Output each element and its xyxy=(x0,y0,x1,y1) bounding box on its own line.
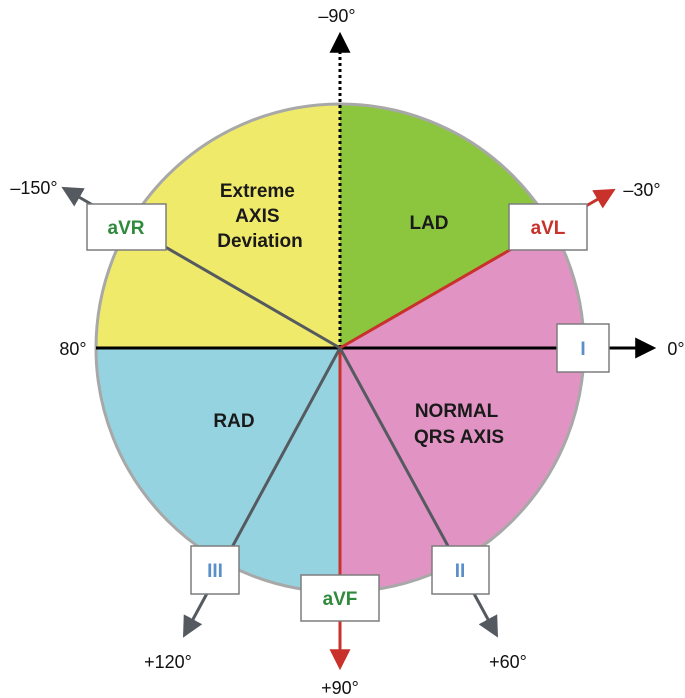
extreme-axis-label-line-2: AXIS xyxy=(235,206,279,227)
rad-sector xyxy=(96,348,340,592)
lead-label-avl: aVL xyxy=(531,218,566,239)
degree-minus-30: –30° xyxy=(623,180,660,200)
lead-box-i: I xyxy=(556,323,610,373)
normal-axis-sector xyxy=(340,226,584,592)
lead-box-avl: aVL xyxy=(508,203,588,251)
extreme-axis-label: Extreme AXIS Deviation xyxy=(217,181,303,252)
lead-label-avf: aVF xyxy=(323,589,358,610)
lad-sector xyxy=(340,104,552,348)
normal-label-line-2: QRS AXIS xyxy=(414,427,504,448)
degree-80: 80° xyxy=(59,339,86,359)
extreme-axis-label-line-1: Extreme xyxy=(220,181,295,202)
lead-label-iii: III xyxy=(207,561,223,582)
extreme-axis-label-line-3: Deviation xyxy=(217,231,303,252)
lad-label: LAD xyxy=(409,213,448,234)
lead-box-avr: aVR xyxy=(86,203,167,251)
degree-plus-120: +120° xyxy=(144,652,192,672)
lead-box-iii: III xyxy=(190,545,240,595)
degree-plus-60: +60° xyxy=(489,652,527,672)
degree-0: 0° xyxy=(667,339,684,359)
rad-label: RAD xyxy=(213,411,254,432)
degree-minus-150: –150° xyxy=(10,178,57,198)
lead-box-ii: II xyxy=(431,545,490,595)
normal-qrs-axis-label: NORMAL QRS AXIS xyxy=(414,401,504,448)
lead-box-avf: aVF xyxy=(300,574,380,622)
lead-label-i: I xyxy=(580,339,585,360)
normal-label-line-1: NORMAL xyxy=(415,401,499,422)
degree-plus-90: +90° xyxy=(321,678,359,698)
lead-label-ii: II xyxy=(455,561,466,582)
degree-minus-90: –90° xyxy=(318,6,355,26)
lead-label-avr: aVR xyxy=(108,218,145,239)
extreme-axis-sector xyxy=(96,104,340,348)
